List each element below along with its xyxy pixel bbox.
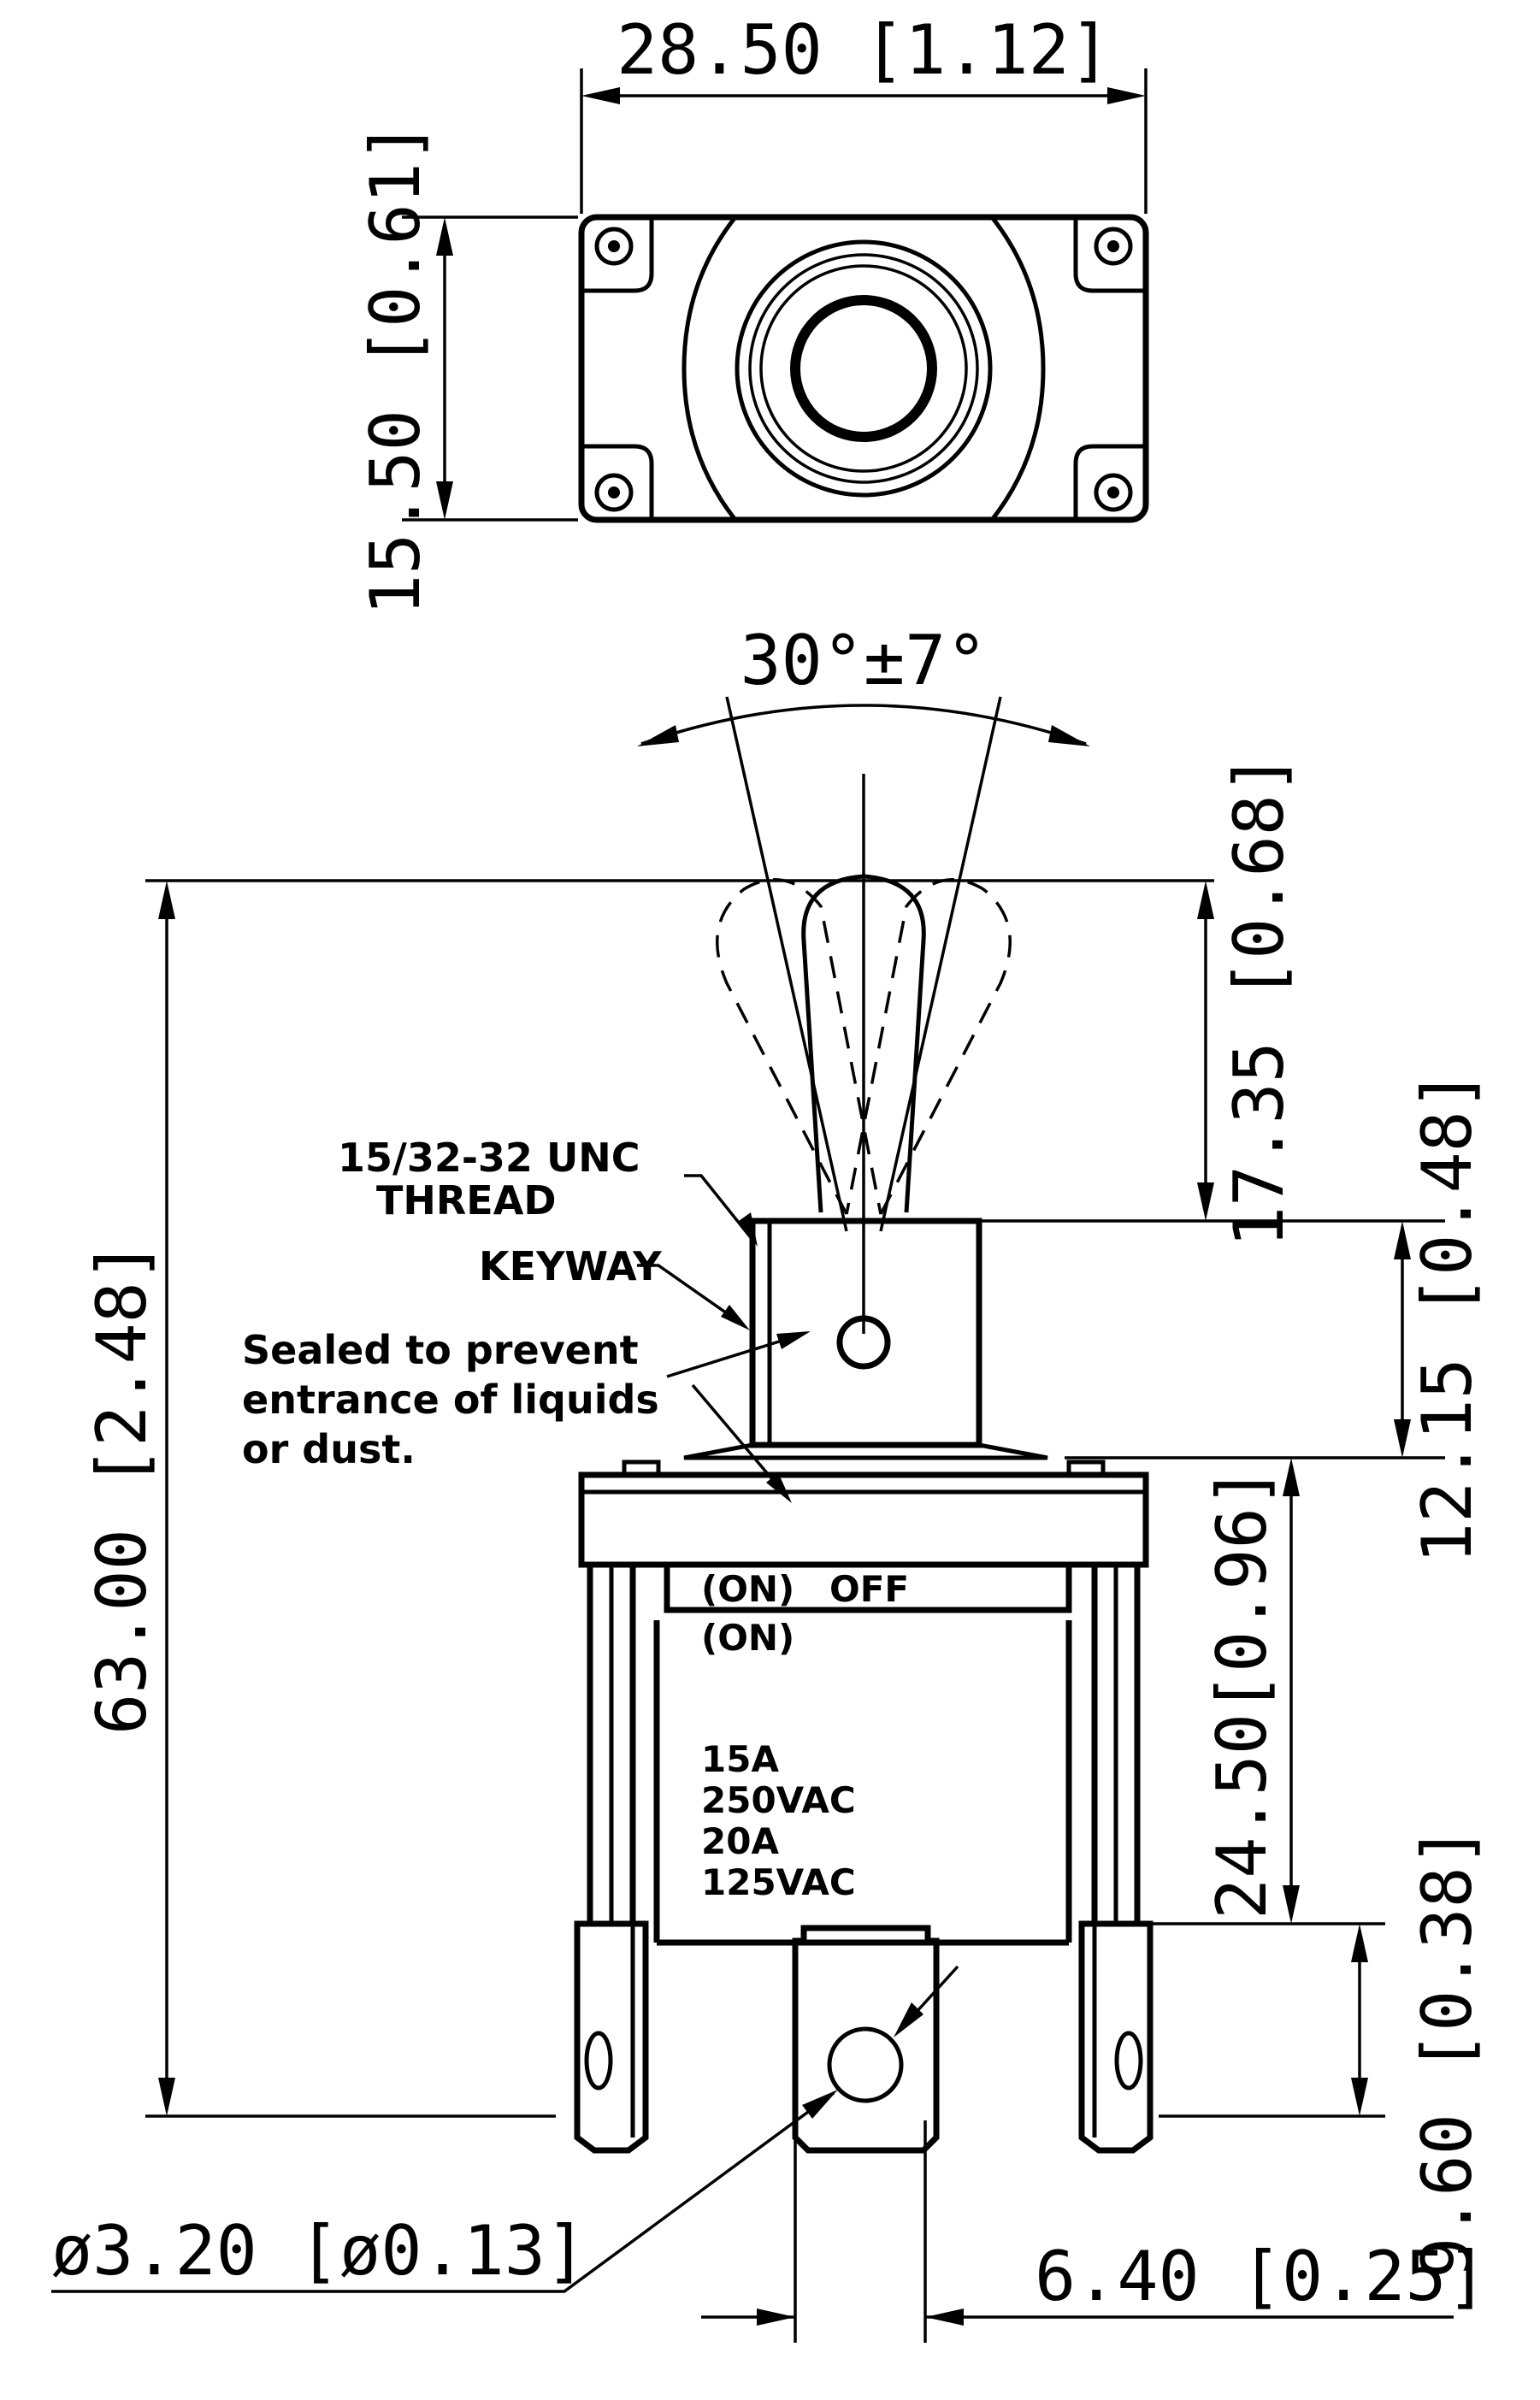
mount-hole-tr (1094, 227, 1133, 266)
top-view-flange (681, 215, 1046, 522)
dim-top-height: 15.50 [0.61] (356, 121, 578, 616)
callout-keyway-label: KEYWAY (479, 1243, 662, 1289)
callout-thread: 15/32-32 UNC THREAD (338, 1135, 758, 1247)
callout-thread-line2: THREAD (376, 1177, 557, 1224)
marking-rating-3: 20A (701, 1820, 779, 1862)
toggle-lever (716, 774, 1012, 1370)
bushing-ring-inner (759, 264, 968, 473)
switch-body (578, 1459, 1149, 1946)
dim-overall-height-label: 63.00 [2.48] (82, 1241, 162, 1735)
top-view (578, 214, 1149, 523)
top-view-housing (578, 214, 1149, 523)
dim-top-width-label: 28.50 [1.12] (617, 10, 1111, 90)
mount-hole-br (1094, 473, 1133, 512)
terminal-left (574, 1920, 649, 2154)
dim-toggle-angle: 30°±7° (637, 621, 1090, 1232)
top-view-notch-tr (1073, 217, 1146, 293)
lever-pivot (836, 1315, 891, 1370)
marking-position-1: (ON) (701, 1568, 794, 1610)
callout-sealed-line1: Sealed to prevent (242, 1327, 639, 1373)
mount-hole-bl (594, 473, 634, 512)
dim-hole-diameter: ø3.20 [ø0.13] (51, 1965, 959, 2293)
terminals (574, 1920, 1154, 2154)
terminal-right (1078, 1920, 1154, 2154)
marking-position-2: OFF (829, 1568, 909, 1610)
dim-lever-height: 17.35 [0.68] (145, 753, 1445, 1247)
body-markings: (ON) OFF (ON) 15A 250VAC 20A 125VAC (701, 1568, 909, 1903)
dim-hole-diameter-label: ø3.20 [ø0.13] (51, 2211, 587, 2291)
marking-rating-2: 250VAC (701, 1779, 856, 1821)
dim-toggle-angle-label: 30°±7° (740, 621, 988, 700)
bushing-ring-mid (748, 253, 979, 484)
dim-body-height: 24.50[0.96] (1086, 1458, 1385, 1925)
terminal-center (792, 1925, 940, 2154)
callout-sealed: Sealed to prevent entrance of liquids or… (242, 1327, 811, 1503)
dim-top-width: 28.50 [1.12] (580, 10, 1148, 214)
dim-terminal-height-label: 9.60 [0.38] (1407, 1825, 1487, 2279)
lever-top (790, 295, 937, 442)
lever-right-dashed (845, 878, 1012, 1215)
marking-rating-4: 125VAC (701, 1861, 856, 1903)
dim-bushing-height: 12.15 [0.48] (1065, 1070, 1487, 1564)
dim-lever-height-label: 17.35 [0.68] (1219, 753, 1299, 1247)
dim-body-height-label: 24.50[0.96] (1202, 1466, 1282, 1919)
dim-terminal-width: 6.40 [0.25] (701, 2120, 1488, 2343)
callout-keyway: KEYWAY (479, 1243, 750, 1330)
marking-position-3: (ON) (701, 1617, 794, 1659)
bushing (683, 1218, 1048, 1460)
bushing-ring-outer (735, 239, 993, 498)
top-view-notch-bl (581, 444, 654, 520)
dim-top-height-label: 15.50 [0.61] (356, 121, 435, 616)
dim-overall-height: 63.00 [2.48] (82, 881, 556, 2118)
dim-terminal-width-label: 6.40 [0.25] (1035, 2237, 1488, 2316)
callout-thread-line1: 15/32-32 UNC (338, 1135, 640, 1181)
dim-terminal-height: 9.60 [0.38] (1159, 1825, 1487, 2279)
mount-hole-tl (594, 227, 634, 266)
marking-rating-1: 15A (701, 1738, 779, 1780)
top-view-notch-br (1073, 444, 1146, 520)
lever-left-dashed (716, 878, 882, 1215)
dim-bushing-height-label: 12.15 [0.48] (1407, 1070, 1487, 1564)
top-view-notch-tl (581, 217, 654, 293)
callout-sealed-line3: or dust. (242, 1426, 416, 1472)
callout-sealed-line2: entrance of liquids (242, 1377, 659, 1423)
